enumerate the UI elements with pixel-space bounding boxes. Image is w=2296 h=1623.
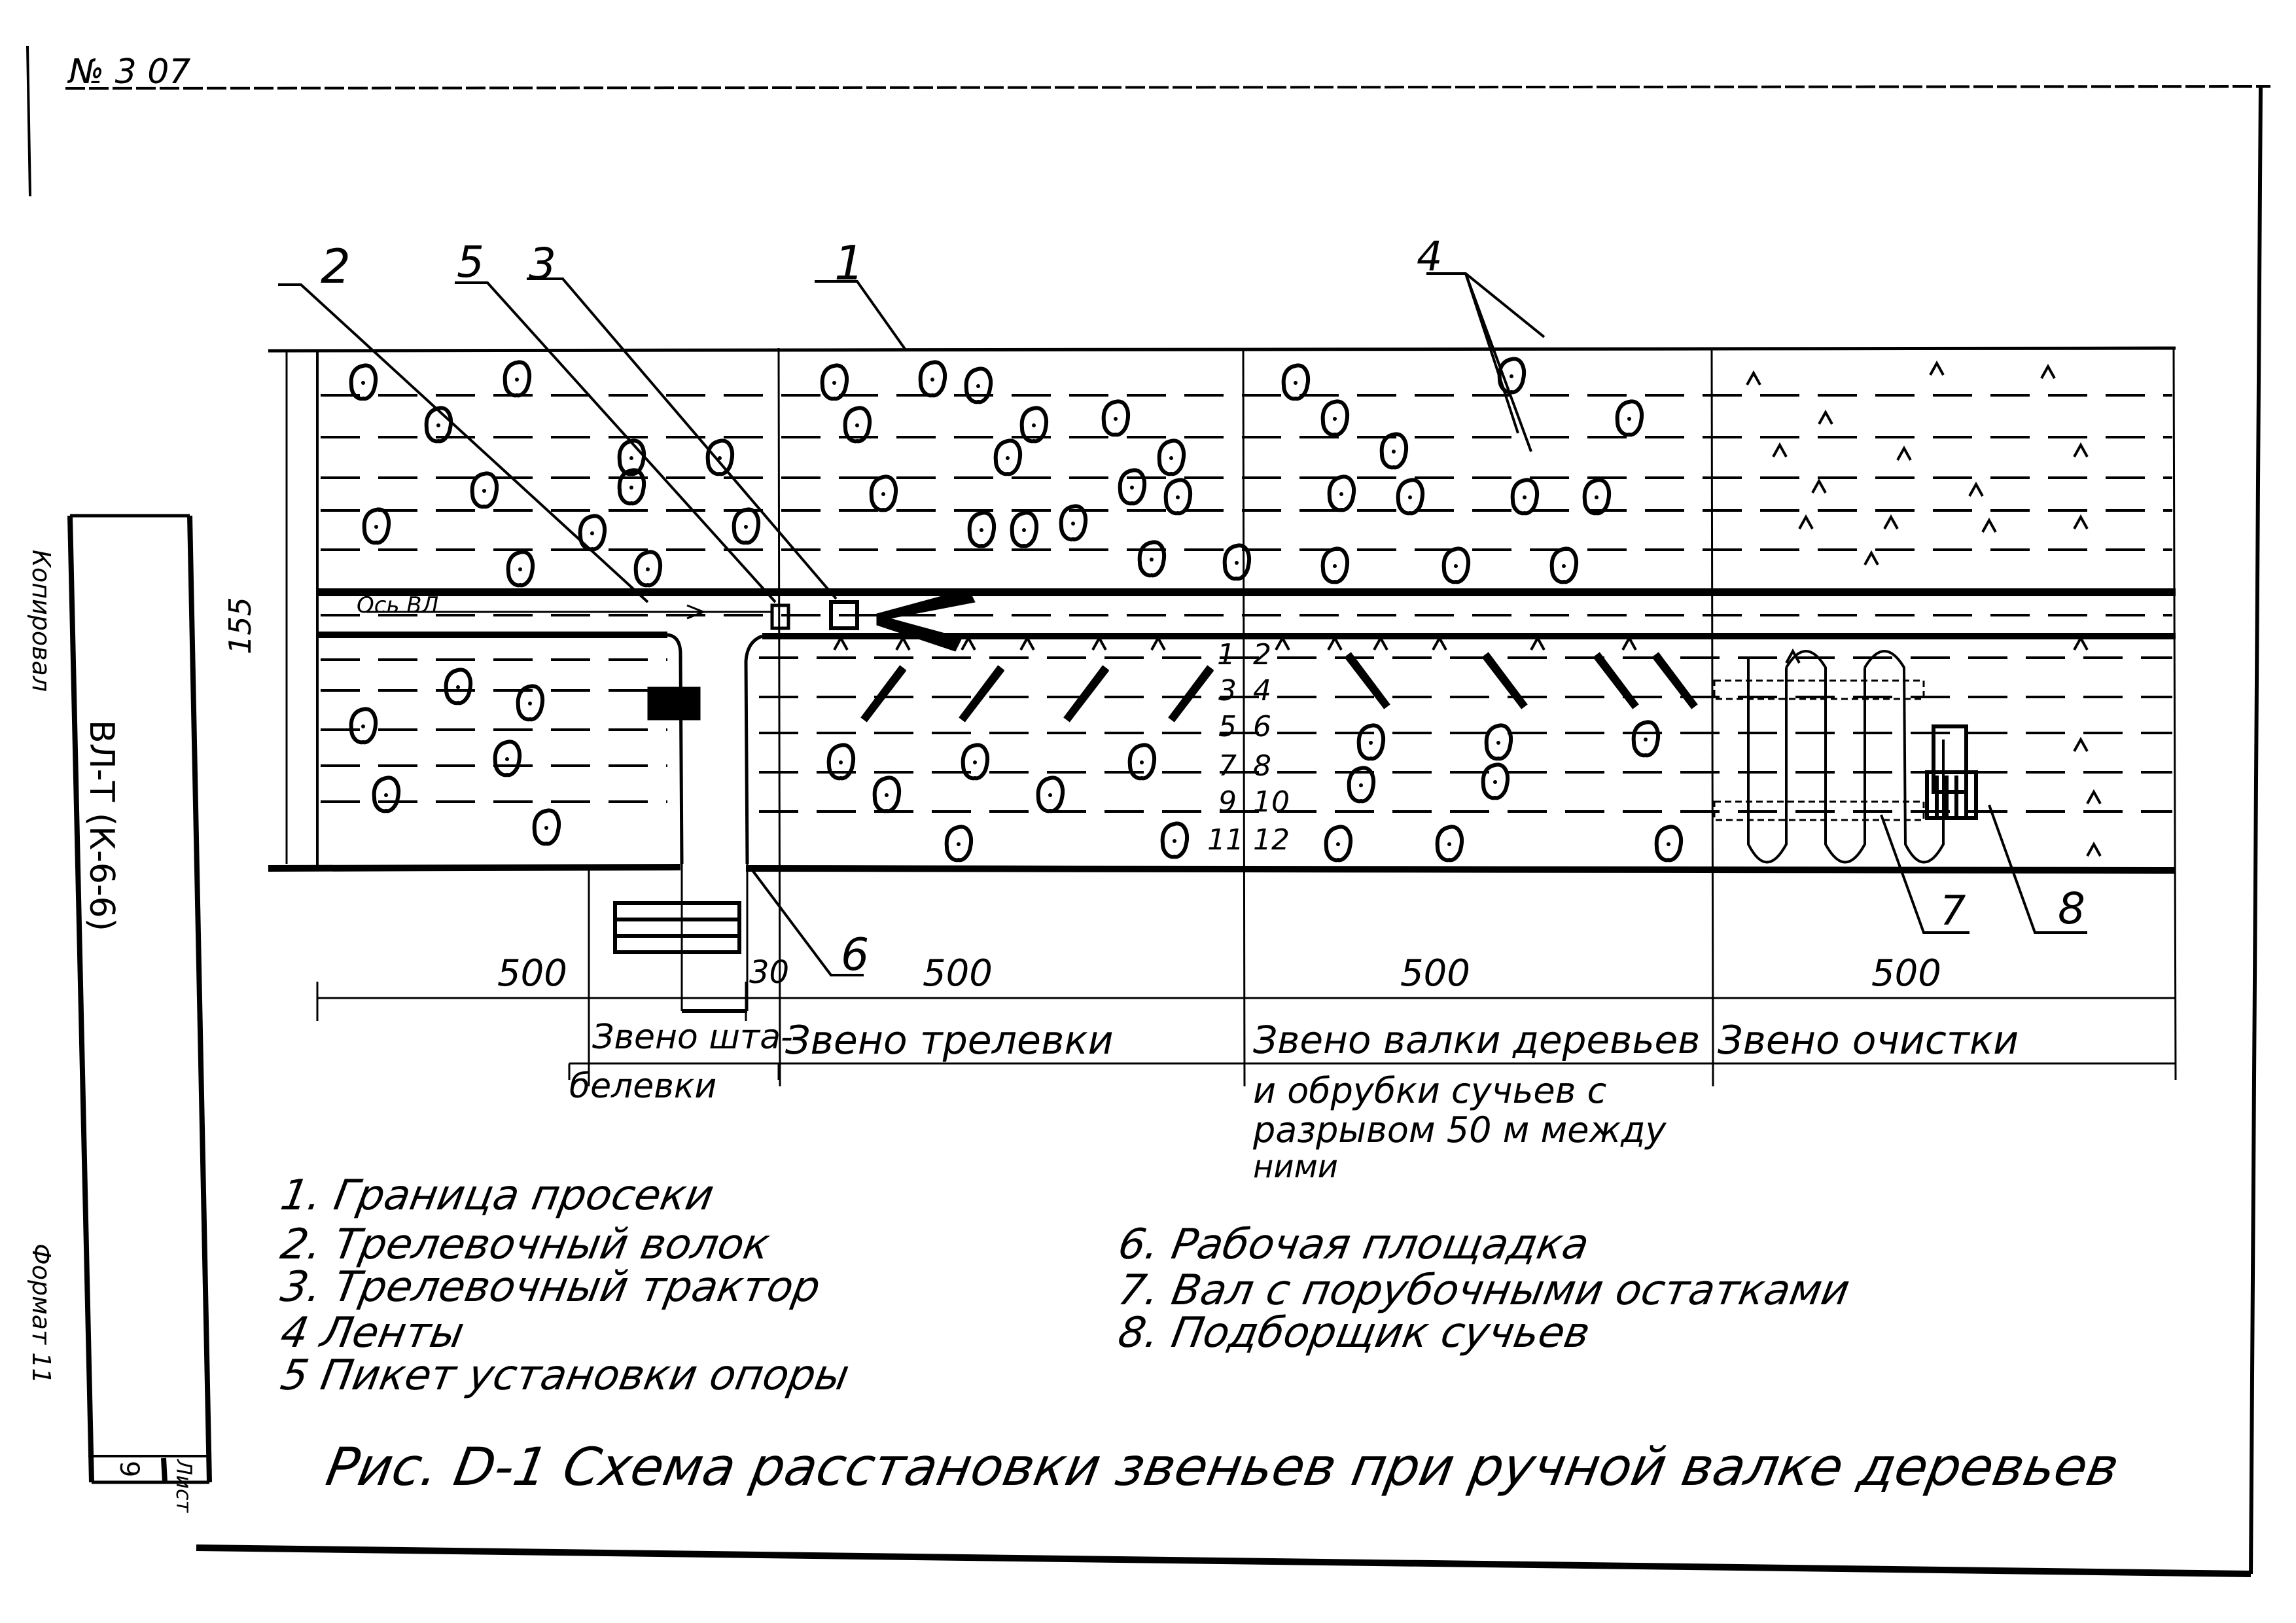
corridor-width-dimension: 155 (222, 597, 258, 654)
legend-item-1: 1. Граница просеки (277, 1171, 718, 1220)
row-number: 3 (1218, 674, 1237, 707)
slash-windrows (1713, 650, 1945, 864)
row-number: 7 (1218, 749, 1237, 783)
callout-7: 7 (1940, 887, 1966, 935)
crew-label-felling-line2: и обрубки сучьев с (1253, 1070, 1607, 1111)
row-number: 11 (1207, 823, 1244, 857)
row-number: 1 (1217, 638, 1235, 671)
callout-8: 8 (2058, 883, 2085, 934)
standing-trees (351, 359, 1642, 585)
figure-caption: Рис. D-1 Схема расстановки звеньев при р… (321, 1436, 2124, 1497)
row-number: 6 (1253, 710, 1271, 743)
stamp-code: ВЛ-Т (К-6-6) (82, 720, 121, 932)
legend-item-2: 2. Трелевочный волок (277, 1221, 773, 1269)
row-number: 12 (1253, 823, 1290, 857)
tape-lines (321, 394, 2172, 813)
row-number: 4 (1253, 674, 1271, 707)
crew-label-cleaning: Звено очистки (1718, 1018, 2019, 1063)
callout-4: 4 (1417, 232, 1443, 280)
legend-item-5: 5 Пикет установки опоры (277, 1351, 853, 1400)
crew-label-felling-line4: ними (1253, 1149, 1338, 1185)
crew-label-staking-cont: белевки (569, 1067, 717, 1106)
row-number: 9 (1218, 785, 1237, 819)
dimension-value: 500 (1400, 952, 1470, 995)
standing-trees-lower (351, 669, 1681, 860)
sheet-label: Лист (171, 1459, 196, 1513)
sheet-frame (26, 45, 2271, 1577)
row-number: 8 (1253, 749, 1271, 783)
dimension-value: 500 (497, 952, 567, 995)
row-number: 2 (1253, 638, 1271, 671)
callout-leaders (278, 272, 2087, 976)
crew-label-staking: Звено шта- (592, 1018, 793, 1057)
callout-6: 6 (841, 929, 870, 981)
row-number: 5 (1218, 710, 1237, 743)
power-line-axis-label: Ось ВЛ (357, 592, 439, 618)
format-label: Формат 11 (27, 1243, 56, 1384)
clearing-outline (268, 346, 2177, 1087)
copied-label: Копировал (27, 550, 56, 692)
dimension-value: 500 (1871, 952, 1941, 995)
legend-item-3: 3. Трелевочный трактор (277, 1263, 824, 1311)
crew-label-felling: Звено валки деревьев (1253, 1018, 1701, 1062)
title-block (67, 514, 212, 1484)
felled-trees (864, 654, 1695, 721)
row-number: 10 (1253, 785, 1290, 819)
callout-3: 3 (529, 239, 556, 289)
crew-label-skidding: Звено трелевки (785, 1018, 1114, 1063)
legend-item-7: 7. Вал с порубочными остатками (1114, 1266, 1854, 1315)
crew-label-felling-line3: разрывом 50 м между (1253, 1109, 1667, 1150)
skidding-tractor (366, 588, 976, 954)
dimension-lines (316, 870, 2176, 1086)
callout-5: 5 (457, 237, 484, 287)
legend-item-4: 4 Ленты (277, 1309, 468, 1357)
dimension-value: 500 (923, 952, 993, 995)
callout-1: 1 (834, 236, 864, 291)
branch-collector (1925, 724, 1978, 820)
sheet-number: 9 (114, 1461, 144, 1478)
legend-item-8: 8. Подборщик сучьев (1114, 1309, 1594, 1357)
legend-item-6: 6. Рабочая площадка (1114, 1221, 1593, 1269)
dimension-value: 30 (749, 954, 790, 991)
document-number: № 3 07 (69, 52, 191, 92)
callout-2: 2 (321, 239, 351, 294)
